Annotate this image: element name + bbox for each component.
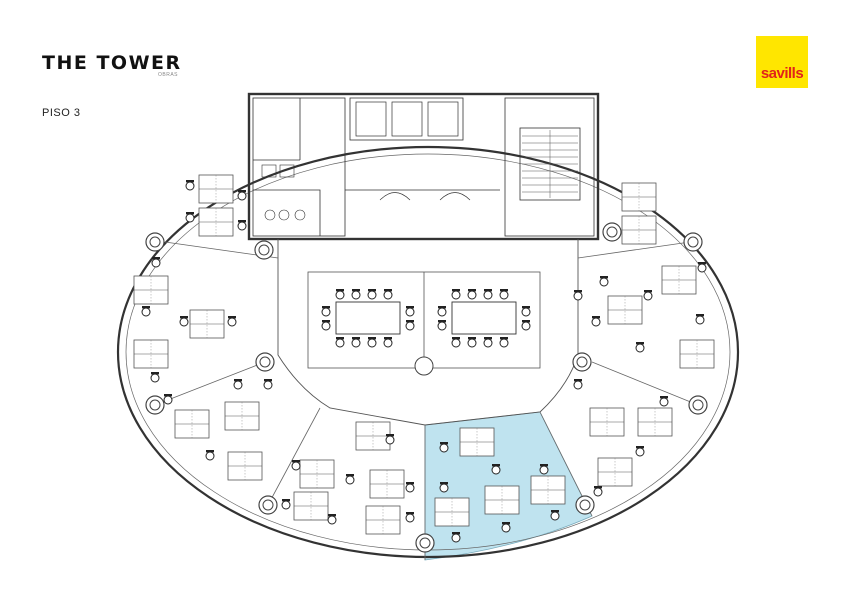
agency-logo-text: savills [760, 65, 804, 82]
building-core [247, 92, 600, 241]
central-atrium [277, 239, 579, 426]
agency-logo: savills [756, 36, 808, 88]
floor-label: PISO 3 [42, 107, 81, 119]
building-outline [116, 145, 740, 559]
brand-logo: THE TOWER [42, 52, 182, 74]
meeting-room-tables [307, 271, 541, 376]
brand-subtitle: OBRAS [158, 72, 179, 78]
staircase [522, 130, 578, 198]
